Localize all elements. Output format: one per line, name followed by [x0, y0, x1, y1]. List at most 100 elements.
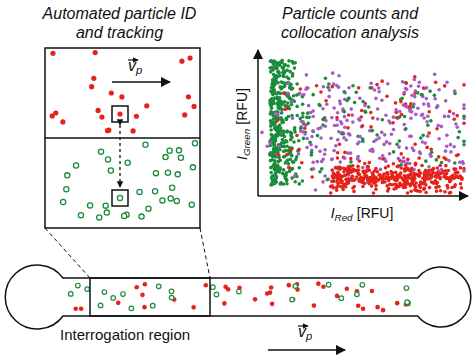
data-point [409, 177, 413, 181]
data-point [369, 179, 373, 183]
data-point [310, 175, 314, 179]
data-point [448, 180, 452, 184]
data-point [460, 177, 464, 181]
data-point [381, 157, 385, 161]
data-point [371, 174, 375, 178]
data-point [425, 146, 429, 150]
data-point [359, 115, 363, 119]
data-point [272, 59, 276, 63]
particle [121, 292, 126, 297]
particle [265, 291, 270, 296]
data-point [460, 177, 464, 181]
data-point [325, 103, 329, 107]
data-point [293, 174, 297, 178]
data-point [275, 67, 279, 71]
data-point [371, 150, 375, 154]
data-point [413, 78, 417, 82]
data-point [405, 146, 409, 150]
data-point [289, 134, 293, 138]
data-point [352, 178, 356, 182]
data-point [318, 149, 322, 153]
data-point [427, 110, 431, 114]
data-point [395, 165, 399, 169]
particle [98, 303, 103, 308]
data-point [353, 101, 357, 105]
data-point [392, 128, 396, 132]
data-point [340, 181, 344, 185]
data-point [443, 115, 447, 119]
data-point [370, 184, 374, 188]
data-point [268, 98, 272, 102]
data-point [424, 159, 428, 163]
particle [143, 282, 148, 287]
data-point [273, 159, 277, 163]
data-point [273, 167, 277, 171]
data-point [409, 134, 413, 138]
region-label: Interrogation region [60, 326, 190, 343]
data-point [374, 167, 378, 171]
data-point [452, 112, 456, 116]
data-point [311, 93, 315, 97]
data-point [418, 80, 422, 84]
particle [203, 283, 208, 288]
data-point [330, 116, 334, 120]
data-point [413, 188, 417, 192]
data-point [462, 121, 466, 125]
data-point [352, 169, 356, 173]
data-point [341, 132, 345, 136]
particle [134, 285, 139, 290]
particle [76, 283, 81, 288]
data-point [459, 166, 463, 170]
data-point [309, 111, 313, 115]
data-point [316, 134, 320, 138]
data-point [392, 150, 396, 154]
velocity-label: vp [128, 57, 142, 76]
data-point [411, 105, 415, 109]
data-point [414, 163, 418, 167]
data-point [452, 145, 456, 149]
data-point [433, 97, 437, 101]
data-point [278, 182, 282, 186]
label-text: v [128, 57, 136, 74]
data-point [306, 122, 310, 126]
data-point [349, 157, 353, 161]
data-point [388, 142, 392, 146]
data-point [453, 183, 457, 187]
subscript: p [136, 64, 142, 76]
data-point [459, 182, 463, 186]
data-point [342, 170, 346, 174]
particle [269, 285, 274, 290]
data-point [290, 154, 294, 158]
data-point [276, 119, 280, 123]
data-point [293, 130, 297, 134]
particle [189, 202, 194, 207]
data-point [321, 180, 325, 184]
data-point [297, 166, 301, 170]
data-point [292, 160, 296, 164]
particle [73, 306, 78, 311]
data-point [376, 107, 380, 111]
data-point [270, 136, 274, 140]
data-point [323, 152, 327, 156]
microchannel [5, 265, 471, 329]
data-point [282, 69, 286, 73]
data-point [404, 168, 408, 172]
data-point [347, 86, 351, 90]
axis-label: IGreen[RFU] [234, 88, 252, 160]
particle [105, 157, 110, 162]
data-point [356, 165, 360, 169]
data-point [315, 160, 319, 164]
data-point [380, 131, 384, 135]
particle [116, 301, 121, 306]
particle [335, 294, 340, 299]
data-point [414, 181, 418, 185]
data-point [311, 115, 315, 119]
data-point [335, 116, 339, 120]
data-point [295, 134, 299, 138]
data-point [365, 175, 369, 179]
data-point [324, 76, 328, 80]
data-point [346, 126, 350, 130]
data-point [279, 92, 283, 96]
particle [150, 303, 155, 308]
subscript: Green [241, 129, 252, 156]
